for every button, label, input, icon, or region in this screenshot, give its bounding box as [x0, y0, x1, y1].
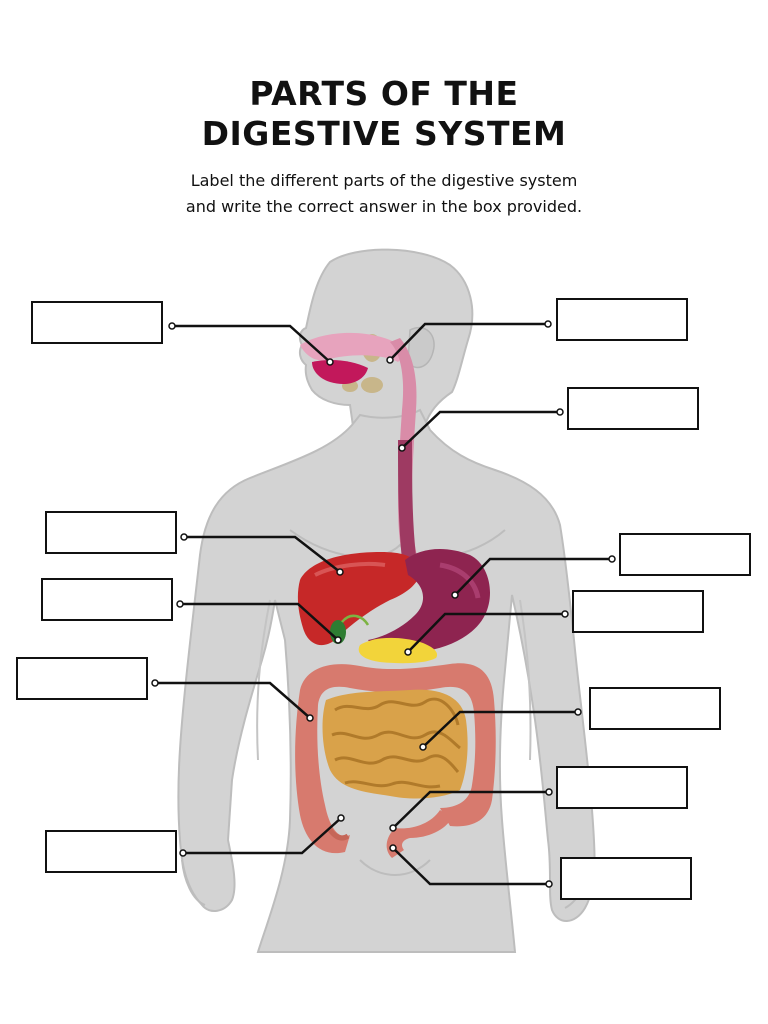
leader-dot: [404, 648, 412, 656]
instruction-line-1: Label the different parts of the digesti…: [190, 171, 578, 190]
oral-cavity: [300, 332, 402, 362]
leader-line: [180, 602, 339, 641]
page-title: PARTS OF THE DIGESTIVE SYSTEM: [0, 74, 768, 154]
appendix: [328, 828, 350, 841]
body-contour: [289, 529, 506, 558]
leader-line: [389, 322, 548, 361]
leader-dot: [561, 610, 569, 618]
leader-line: [155, 681, 311, 719]
leader-dot: [608, 555, 616, 563]
leader-dot: [398, 444, 406, 452]
leader-dot: [326, 358, 334, 366]
answer-box-esophagus[interactable]: [567, 387, 699, 430]
leader-line: [172, 324, 331, 363]
leader-line: [401, 410, 560, 449]
leader-dot: [386, 356, 394, 364]
answer-input[interactable]: [558, 300, 686, 339]
leader-dot: [389, 824, 397, 832]
answer-box-mouth[interactable]: [31, 301, 163, 344]
answer-input[interactable]: [558, 768, 686, 807]
leader-dot: [556, 408, 564, 416]
stomach-highlight: [439, 562, 481, 599]
title-line-1: PARTS OF THE: [249, 74, 519, 113]
small-intestine: [322, 689, 468, 799]
leader-dot: [574, 708, 582, 716]
answer-box-anus[interactable]: [560, 857, 692, 900]
leader-line: [454, 557, 612, 596]
answer-box-appendix[interactable]: [556, 766, 688, 809]
leader-dot: [151, 679, 159, 687]
title-line-2: DIGESTIVE SYSTEM: [201, 114, 567, 153]
leader-dot: [337, 814, 345, 822]
answer-input[interactable]: [591, 689, 719, 728]
leader-dot: [336, 568, 344, 576]
body-contour: [359, 859, 431, 876]
leader-line: [183, 817, 342, 855]
leader-dot: [180, 533, 188, 541]
organs: [295, 332, 496, 858]
leader-dot: [334, 636, 342, 644]
leader-line: [184, 535, 341, 573]
leader-line: [392, 847, 549, 886]
answer-box-rectum[interactable]: [45, 830, 177, 873]
answer-box-large-intestine[interactable]: [16, 657, 148, 700]
leader-dot: [176, 600, 184, 608]
stomach: [368, 548, 490, 653]
answer-box-stomach[interactable]: [619, 533, 751, 576]
salivary-gland: [361, 377, 383, 393]
leader-endpoints: [151, 320, 616, 888]
answer-box-small-intestine[interactable]: [589, 687, 721, 730]
rectum: [386, 810, 452, 858]
answer-input[interactable]: [18, 659, 146, 698]
leader-dot: [419, 743, 427, 751]
leader-line: [422, 710, 578, 748]
leader-lines: [155, 322, 612, 886]
answer-box-salivary-glands[interactable]: [556, 298, 688, 341]
liver-highlight: [314, 561, 386, 577]
left-hand: [181, 859, 206, 906]
leader-line: [392, 790, 549, 829]
leader-dot: [306, 714, 314, 722]
leader-dot: [545, 788, 553, 796]
esophagus-lower: [398, 440, 416, 560]
instruction-line-2: and write the correct answer in the box …: [185, 197, 583, 216]
mouth: [312, 360, 368, 385]
answer-input[interactable]: [43, 580, 171, 619]
large-intestine: [295, 663, 496, 854]
instructions: Label the different parts of the digesti…: [0, 168, 768, 220]
answer-box-gallbladder[interactable]: [41, 578, 173, 621]
body-contour: [519, 599, 532, 761]
leader-dot: [451, 591, 459, 599]
leader-line: [407, 612, 565, 653]
liver: [297, 552, 421, 646]
answer-input[interactable]: [569, 389, 697, 428]
leader-dot: [168, 322, 176, 330]
answer-input[interactable]: [47, 513, 175, 552]
leader-dot: [389, 844, 397, 852]
answer-box-liver[interactable]: [45, 511, 177, 554]
bile-duct: [341, 614, 370, 626]
small-intestine-coils: [331, 697, 461, 789]
answer-input[interactable]: [621, 535, 749, 574]
answer-input[interactable]: [574, 592, 702, 631]
answer-input[interactable]: [47, 832, 175, 871]
answer-input[interactable]: [562, 859, 690, 898]
leader-dot: [545, 880, 553, 888]
leader-dot: [179, 849, 187, 857]
pancreas: [358, 637, 438, 664]
leader-dot: [544, 320, 552, 328]
answer-box-pancreas[interactable]: [572, 590, 704, 633]
body-contour: [256, 599, 271, 761]
answer-input[interactable]: [33, 303, 161, 342]
